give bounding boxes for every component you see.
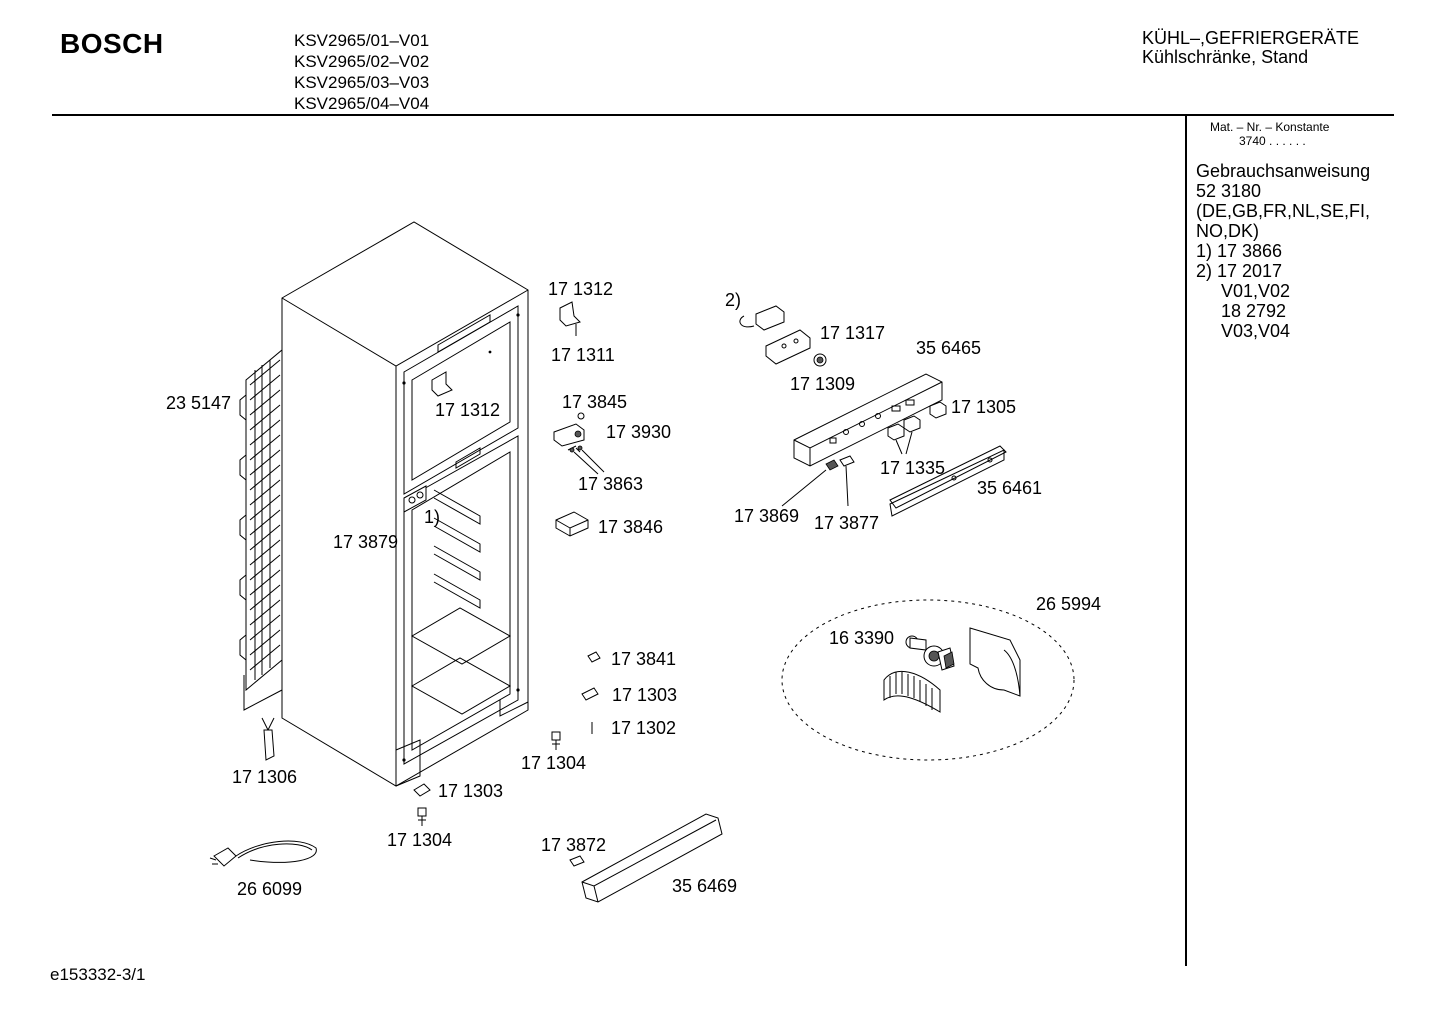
note-line: 2) 17 2017: [1196, 261, 1283, 281]
footnote-marker: 2): [725, 290, 741, 310]
note-line: NO,DK): [1196, 221, 1259, 241]
part-label: 17 1312: [548, 279, 613, 299]
part-label: 17 3863: [578, 474, 643, 494]
part-label: 35 6461: [977, 478, 1042, 498]
power-cord: [209, 840, 317, 867]
model-list: KSV2965/01–V01 KSV2965/02–V02 KSV2965/03…: [294, 30, 429, 114]
note-line: 1) 17 3866: [1196, 241, 1283, 261]
model-number: KSV2965/02–V02: [294, 52, 430, 71]
part-label: 16 3390: [829, 628, 894, 648]
part-label: 17 3841: [611, 649, 676, 669]
model-number: KSV2965/03–V03: [294, 73, 430, 92]
part-label: 17 1335: [880, 458, 945, 478]
drawing-code: e153332-3/1: [50, 965, 146, 984]
category-line: Kühlschränke, Stand: [1142, 47, 1309, 67]
part-label: 17 3845: [562, 392, 627, 412]
part-label: 17 1311: [551, 345, 615, 365]
hinge-upper: [559, 301, 581, 336]
note-line: 18 2792: [1221, 301, 1287, 321]
note-line: V01,V02: [1221, 281, 1291, 301]
hinge-middle: [553, 412, 605, 475]
product-category: KÜHL–,GEFRIERGERÄTE Kühlschränke, Stand: [1142, 29, 1359, 67]
note-line: (DE,GB,FR,NL,SE,FI,: [1196, 201, 1371, 221]
lamp-assembly: [781, 599, 1075, 761]
part-label: 26 6099: [237, 879, 302, 899]
part-label: 35 6465: [916, 338, 981, 358]
part-label: 17 1303: [612, 685, 677, 705]
part-label: 17 3930: [606, 422, 671, 442]
control-components: [739, 305, 827, 367]
condenser-coil: [239, 348, 283, 711]
part-label: 17 1303: [438, 781, 503, 801]
model-number: KSV2965/01–V01: [294, 31, 430, 50]
part-label: 17 3846: [598, 517, 663, 537]
small-clips: [413, 651, 601, 826]
part-label: 17 1317: [820, 323, 885, 343]
part-label: 35 6469: [672, 876, 737, 896]
part-label: 17 1304: [387, 830, 452, 850]
part-label: 17 3869: [734, 506, 799, 526]
switch-parts: [781, 401, 947, 507]
part-label: 17 1309: [790, 374, 855, 394]
control-panel-fascia: [793, 373, 943, 467]
part-label: 17 3879: [333, 532, 398, 552]
ventilation-grille: [569, 813, 723, 903]
decor-strip: [889, 445, 1007, 517]
part-label: 26 5994: [1036, 594, 1101, 614]
note-line: 52 3180: [1196, 181, 1262, 201]
part-label: 17 1305: [951, 397, 1016, 417]
part-label: 17 3877: [814, 513, 879, 533]
header-divider: [52, 114, 1394, 116]
part-label: 17 1306: [232, 767, 297, 787]
category-line: KÜHL–,GEFRIERGERÄTE: [1142, 28, 1360, 48]
note-line: V03,V04: [1221, 321, 1291, 341]
side-notes: Gebrauchsanweisung 52 3180 (DE,GB,FR,NL,…: [1196, 161, 1370, 341]
refrigerator-cabinet: [281, 221, 529, 787]
drain-tube: [261, 717, 275, 761]
part-label: 23 5147: [166, 393, 231, 413]
part-labels: 23 5147 17 1312 17 1311 17 1312 17 3845 …: [166, 279, 1101, 899]
part-label: 17 1304: [521, 753, 586, 773]
model-number: KSV2965/04–V04: [294, 94, 430, 113]
lamp-housing: [555, 511, 589, 537]
side-divider: [1185, 116, 1187, 966]
part-label: 17 3872: [541, 835, 606, 855]
mat-number-value: 3740 . . . . . .: [1239, 134, 1306, 148]
mat-number-label: Mat. – Nr. – Konstante: [1210, 120, 1330, 134]
footnote-marker: 1): [424, 507, 440, 527]
brand-logo: BOSCH: [60, 28, 164, 59]
part-label: 17 1312: [435, 400, 500, 420]
part-label: 17 1302: [611, 718, 676, 738]
note-line: Gebrauchsanweisung: [1196, 161, 1371, 181]
